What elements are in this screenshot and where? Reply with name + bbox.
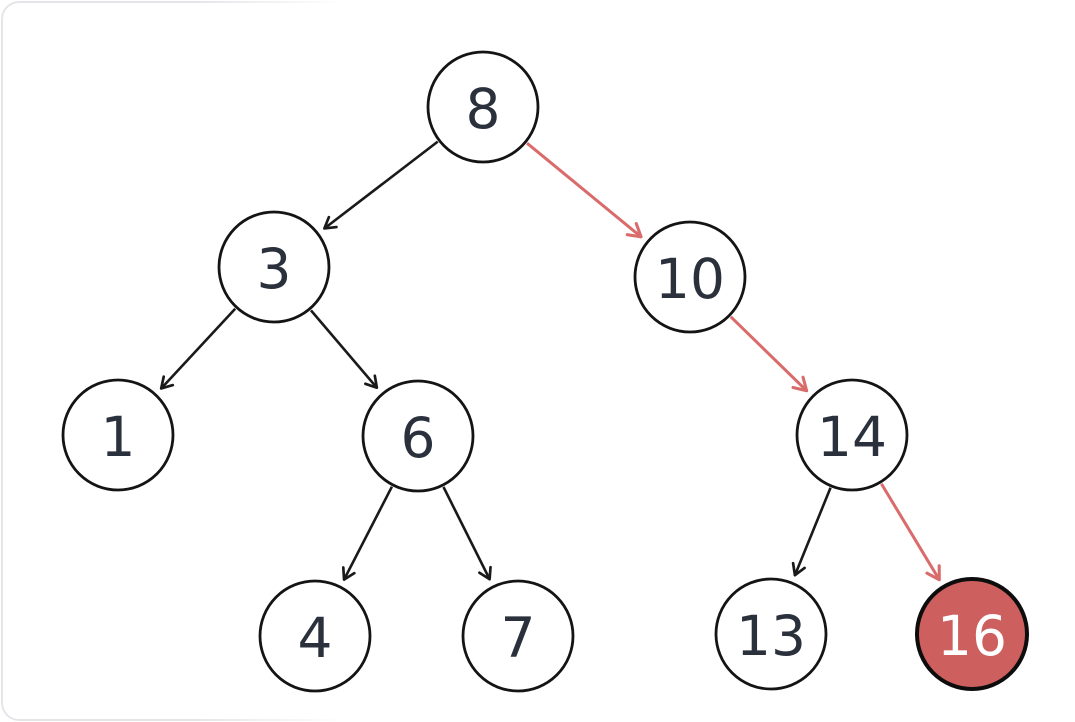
tree-node-label: 3: [257, 237, 292, 301]
tree-node-14: 14: [795, 378, 909, 492]
tree-node-circle: [461, 579, 575, 693]
tree-edge-10-14-highlighted: [729, 315, 809, 393]
tree-node-label: 16: [937, 604, 1007, 668]
tree-node-label: 8: [466, 77, 501, 141]
tree-node-10: 10: [633, 220, 747, 334]
tree-node-16-highlighted: 16: [915, 577, 1029, 691]
tree-node-4: 4: [258, 579, 372, 693]
tree-node-label: 4: [298, 606, 333, 670]
tree-edge-14-16-highlighted: [880, 483, 941, 582]
tree-node-circle: [714, 577, 828, 691]
tree-edge-6-4: [341, 486, 394, 581]
tree-node-13: 13: [714, 577, 828, 691]
tree-edge-8-3: [323, 140, 439, 230]
tree-node-6: 6: [361, 379, 475, 493]
tree-node-3: 3: [217, 210, 331, 324]
tree-node-circle: [217, 210, 331, 324]
tree-node-circle: [633, 220, 747, 334]
tree-node-circle: [795, 378, 909, 492]
tree-node-label: 1: [101, 405, 136, 469]
tree-node-circle: [258, 579, 372, 693]
tree-node-7: 7: [461, 579, 575, 693]
tree-node-label: 6: [401, 406, 436, 470]
tree-node-circle: [426, 50, 540, 164]
tree-node-label: 14: [817, 405, 887, 469]
tree-edge-8-10-highlighted: [526, 142, 643, 239]
tree-edge-14-13: [791, 487, 832, 577]
tree-node-1: 1: [61, 378, 175, 492]
tree-node-label: 13: [736, 604, 806, 668]
tree-node-circle: [61, 378, 175, 492]
tree-edge-3-6: [309, 309, 379, 390]
tree-node-label: 7: [501, 606, 536, 670]
tree-edge-3-1: [159, 307, 237, 390]
tree-node-8: 8: [426, 50, 540, 164]
tree-edge-6-7: [442, 486, 492, 581]
tree-node-label: 10: [655, 247, 725, 311]
tree-node-circle: [915, 577, 1029, 691]
tree-node-circle: [361, 379, 475, 493]
